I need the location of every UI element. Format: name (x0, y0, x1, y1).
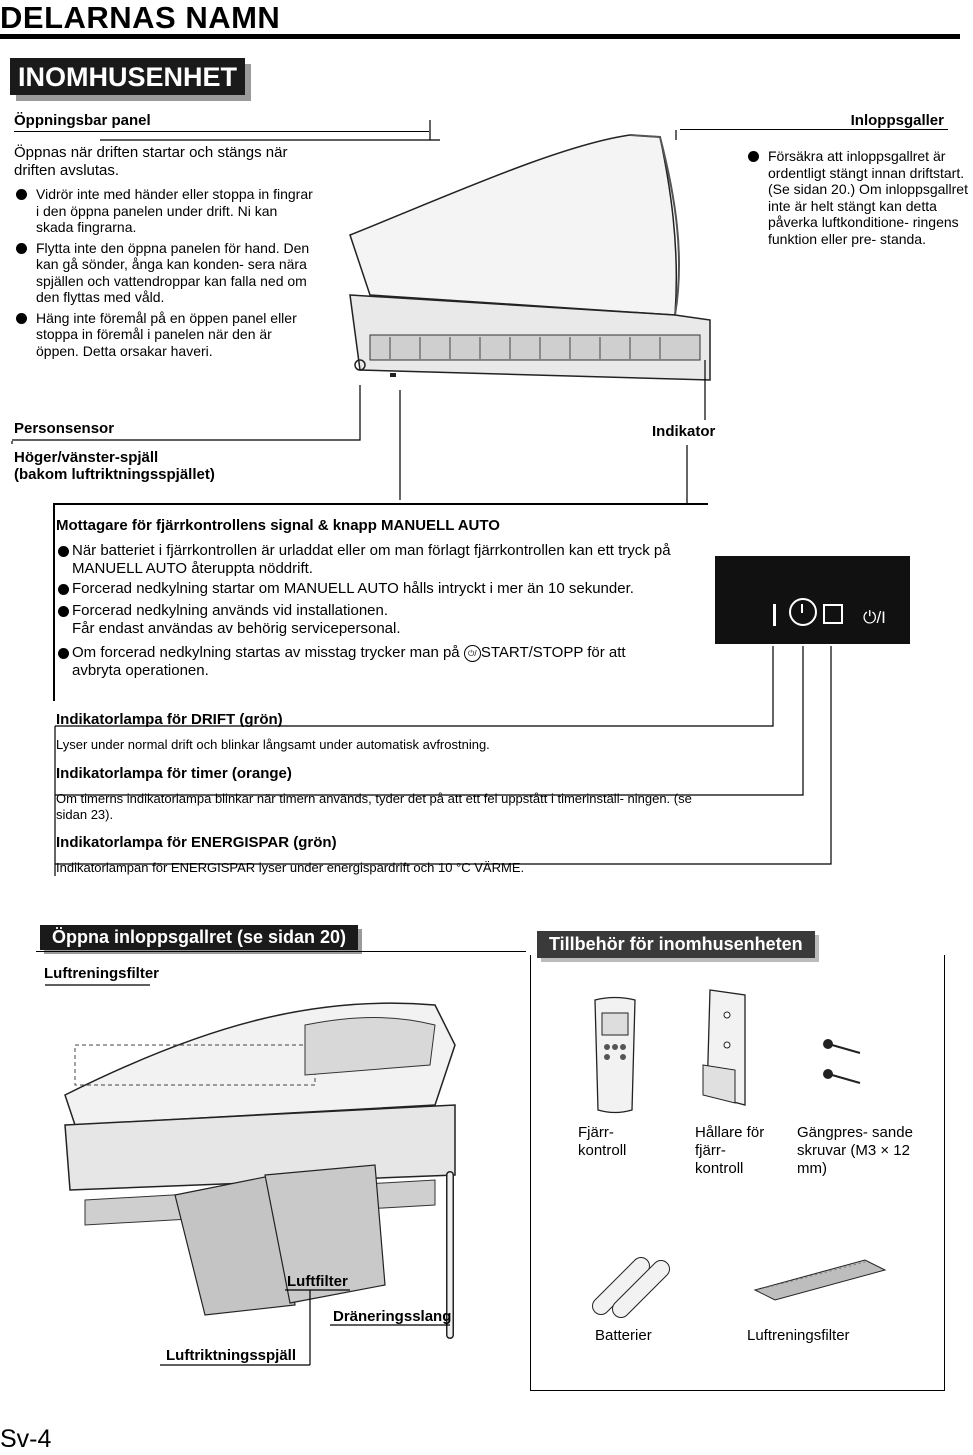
accessories-heading: Tillbehör för inomhusenheten (537, 931, 815, 958)
inlet-heading: Inloppsgaller (680, 112, 948, 130)
operation-lamp-icon (773, 604, 776, 626)
receiver-install-note: Får endast användas av behörig servicepe… (72, 620, 401, 637)
indicator-label: Indikator (652, 423, 716, 440)
receiver-bullet-3: Forcerad nedkylning används vid installa… (56, 602, 706, 620)
indicator-panel: ⏻/I (715, 556, 910, 644)
title-rule (0, 34, 960, 39)
panel-bullet-2: Flytta inte den öppna panelen för hand. … (14, 240, 314, 306)
open-grille-callouts (45, 984, 450, 1366)
panel-intro: Öppnas när driften startar och stängs nä… (14, 144, 288, 179)
receiver-bullet-2: Forcerad nedkylning startar om MANUELL A… (56, 580, 706, 598)
open-grille-rule (36, 951, 526, 952)
callout-lines (11, 120, 706, 505)
lamp-operation-heading: Indikatorlampa för DRIFT (grön) (56, 711, 283, 728)
accessories-frame-right (944, 955, 945, 1390)
lamp-economy-text: Indikatorlampan för ENERGISPAR lyser und… (56, 860, 525, 875)
remote-caption: Fjärr- kontroll (578, 1124, 627, 1159)
receiver-bullet-4: Om forcerad nedkylning startas av missta… (56, 644, 706, 662)
power-button-icon[interactable]: ⏻/I (863, 608, 886, 627)
start-stop-icon: ⏻/ (463, 644, 481, 662)
cleaning-filter-label-top: Luftreningsfilter (44, 965, 159, 982)
accessories-frame-bottom (530, 1390, 945, 1391)
lamp-operation-text: Lyser under normal drift och blinkar lån… (56, 737, 490, 752)
open-grille-illustration (64, 1002, 456, 1339)
timer-lamp-icon (789, 598, 817, 626)
remote-holder-icon (702, 989, 746, 1106)
receiver-frame-left (53, 503, 55, 701)
indicator-callouts (54, 646, 832, 876)
air-filter-label: Luftfilter (287, 1273, 348, 1290)
panel-bullet-1: Vidrör inte med händer eller stoppa in f… (14, 186, 314, 236)
accessories-frame-left (530, 955, 531, 1390)
batteries-icon (592, 1257, 670, 1318)
cleaning-filter-icon (753, 1259, 887, 1301)
batteries-caption: Batterier (595, 1327, 652, 1344)
page-number: Sv-4 (0, 1425, 52, 1453)
panel-block: Öppningsbar panel (14, 112, 429, 132)
receiver-frame-top (53, 503, 708, 505)
person-sensor-label: Personsensor (14, 420, 115, 437)
section-heading: INOMHUSENHET (10, 58, 246, 95)
airflow-louver-label: Luftriktningsspjäll (166, 1347, 297, 1364)
inlet-text: Försäkra att inloppsgallret är ordentlig… (746, 148, 973, 247)
receiver-bullet-1: När batteriet i fjärrkontrollen är urlad… (56, 542, 706, 578)
panel-bullets: Vidrör inte med händer eller stoppa in f… (14, 186, 314, 359)
panel-bullet-3: Häng inte föremål på en öppen panel elle… (14, 310, 314, 360)
remote-control-icon (594, 996, 636, 1114)
receiver-abort: avbryta operationen. (72, 662, 209, 679)
lamp-timer-heading: Indikatorlampa för timer (orange) (56, 765, 292, 782)
indoor-unit-illustration (349, 134, 711, 381)
louver-label: Höger/vänster-spjäll (bakom luftriktning… (14, 449, 215, 483)
receiver-bullets: När batteriet i fjärrkontrollen är urlad… (56, 542, 706, 680)
cleaning-filter-caption: Luftreningsfilter (747, 1327, 850, 1344)
economy-lamp-icon (823, 604, 843, 624)
open-grille-heading: Öppna inloppsgallret (se sidan 20) (40, 925, 359, 950)
receiver-heading: Mottagare för fjärrkontrollens signal & … (56, 517, 500, 534)
screws-icon (823, 1039, 861, 1084)
screws-caption: Gängpres- sande skruvar (M3 × 12 mm) (797, 1124, 913, 1177)
drain-hose-label: Dräneringsslang (333, 1308, 452, 1325)
page-title: DELARNAS NAMN (0, 0, 281, 35)
panel-heading: Öppningsbar panel (14, 112, 429, 132)
lamp-economy-heading: Indikatorlampa för ENERGISPAR (grön) (56, 834, 337, 851)
holder-caption: Hållare för fjärr- kontroll (695, 1124, 765, 1177)
lamp-timer-text: Om timerns indikatorlampa blinkar när ti… (56, 791, 692, 822)
